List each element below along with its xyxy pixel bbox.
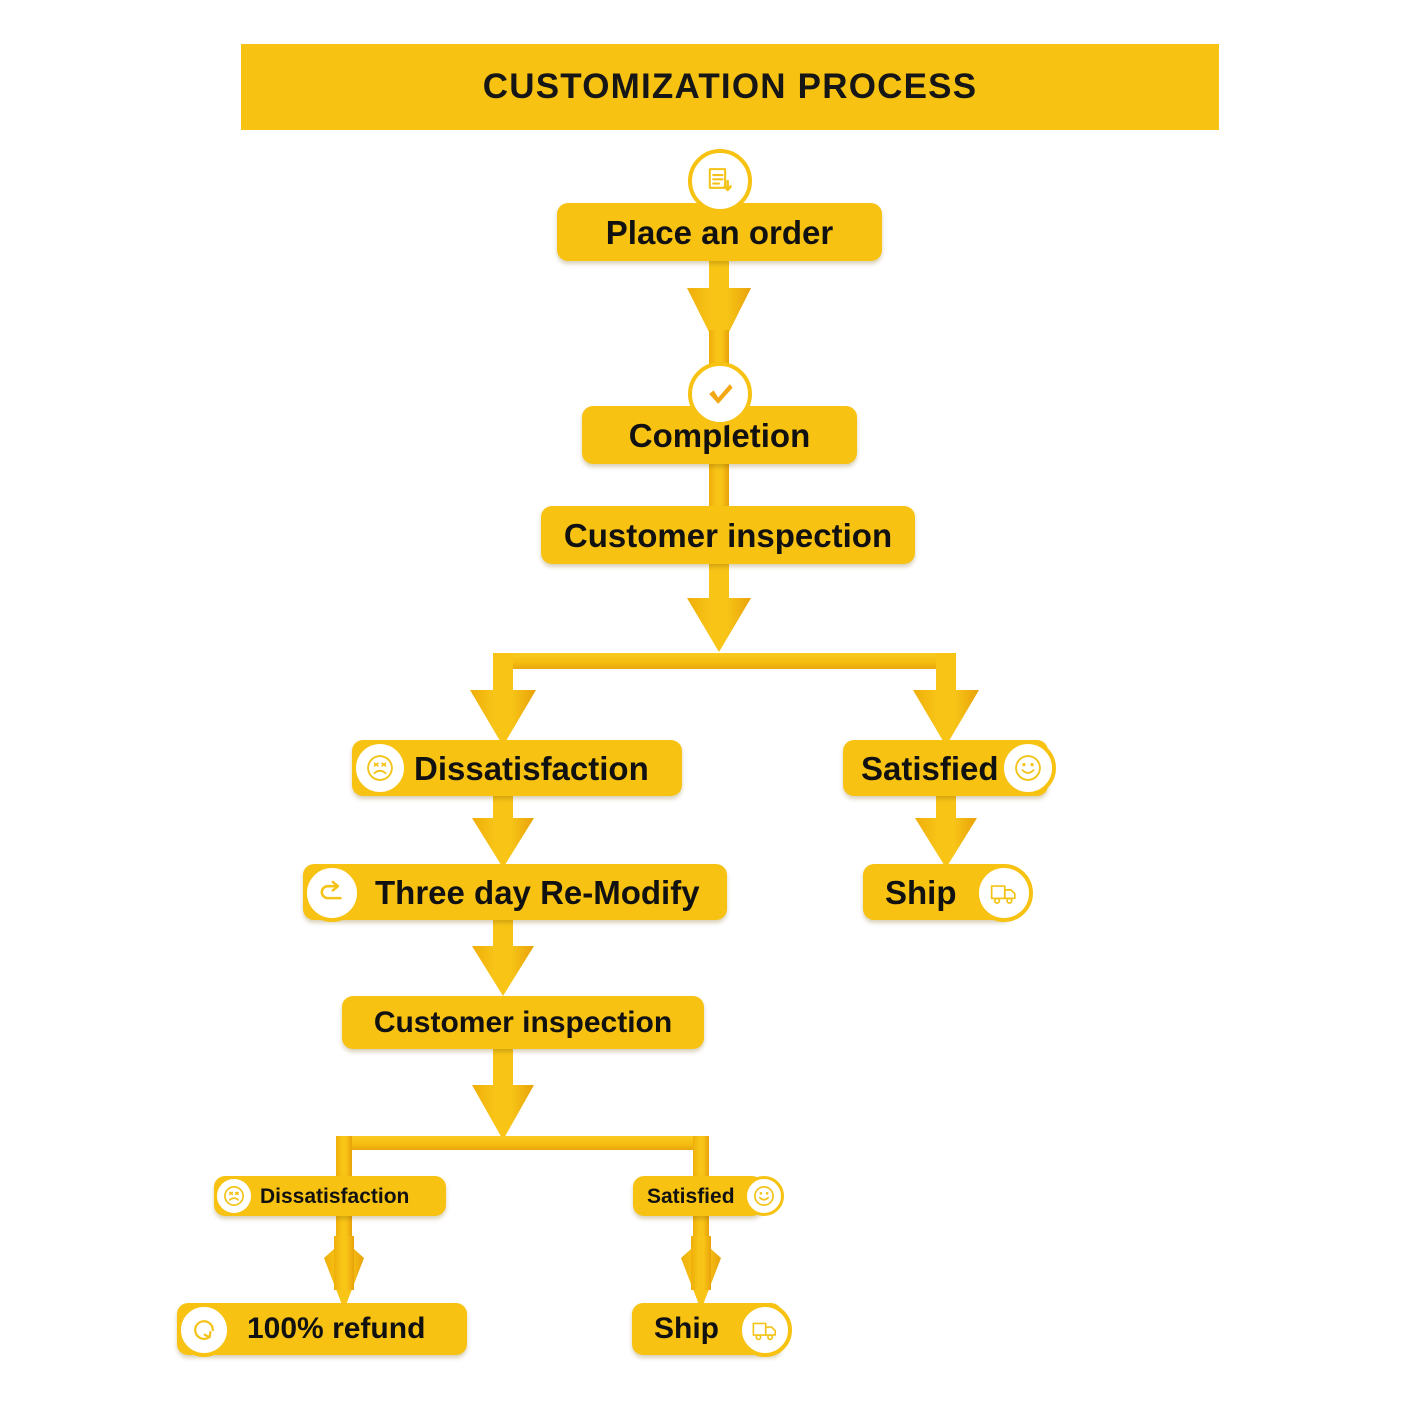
node-label: Satisfied: [647, 1184, 735, 1208]
split-bar-2: [336, 1136, 708, 1150]
edge-inspection1-to-splitbar: [687, 560, 751, 652]
node-label: Satisfied: [861, 749, 999, 787]
edge-split1-right: [913, 653, 979, 746]
node-label: Customer inspection: [373, 1005, 673, 1039]
sad-face-icon: [214, 1176, 254, 1216]
delivery-truck-icon: [975, 864, 1033, 922]
edge-remodify-to-inspection2: [472, 916, 534, 996]
node-three-day-remodify[interactable]: Three day Re-Modify: [303, 864, 727, 920]
checkmark-icon: [688, 362, 752, 426]
node-label: Dissatisfaction: [414, 749, 649, 787]
delivery-truck-icon: [738, 1303, 792, 1357]
node-label: Ship: [654, 1312, 719, 1345]
split-bar-1: [493, 653, 955, 669]
node-label: Three day Re-Modify: [375, 873, 700, 911]
page-title: CUSTOMIZATION PROCESS: [482, 67, 978, 106]
edge-split2-left: [324, 1136, 364, 1310]
edge-satisfied1-to-ship1: [915, 790, 977, 868]
node-customer-inspection-2[interactable]: Customer inspection: [342, 996, 704, 1049]
node-label: Customer inspection: [563, 516, 893, 554]
sad-face-icon: [352, 740, 408, 796]
node-customer-inspection-1[interactable]: Customer inspection: [541, 506, 915, 564]
node-label: Place an order: [605, 213, 834, 251]
node-satisfied-2[interactable]: Satisfied: [633, 1176, 763, 1216]
node-label: Ship: [885, 873, 957, 911]
edge-inspection2-to-splitbar2: [472, 1047, 534, 1140]
node-label: 100% refund: [247, 1312, 426, 1345]
edge-completion-to-inspection1: [709, 460, 729, 515]
page-header-banner: CUSTOMIZATION PROCESS: [241, 44, 1219, 130]
redo-arrow-icon: [303, 864, 361, 922]
edge-dissatisfaction1-to-remodify: [472, 790, 534, 868]
smiley-face-icon: [1000, 740, 1056, 796]
refund-circular-arrow-icon: [177, 1303, 231, 1357]
edge-split2-right: [681, 1136, 721, 1310]
smiley-face-icon: [744, 1176, 784, 1216]
edge-split1-left: [470, 653, 536, 746]
order-document-download-icon: [688, 149, 752, 213]
node-label: Dissatisfaction: [260, 1184, 410, 1208]
